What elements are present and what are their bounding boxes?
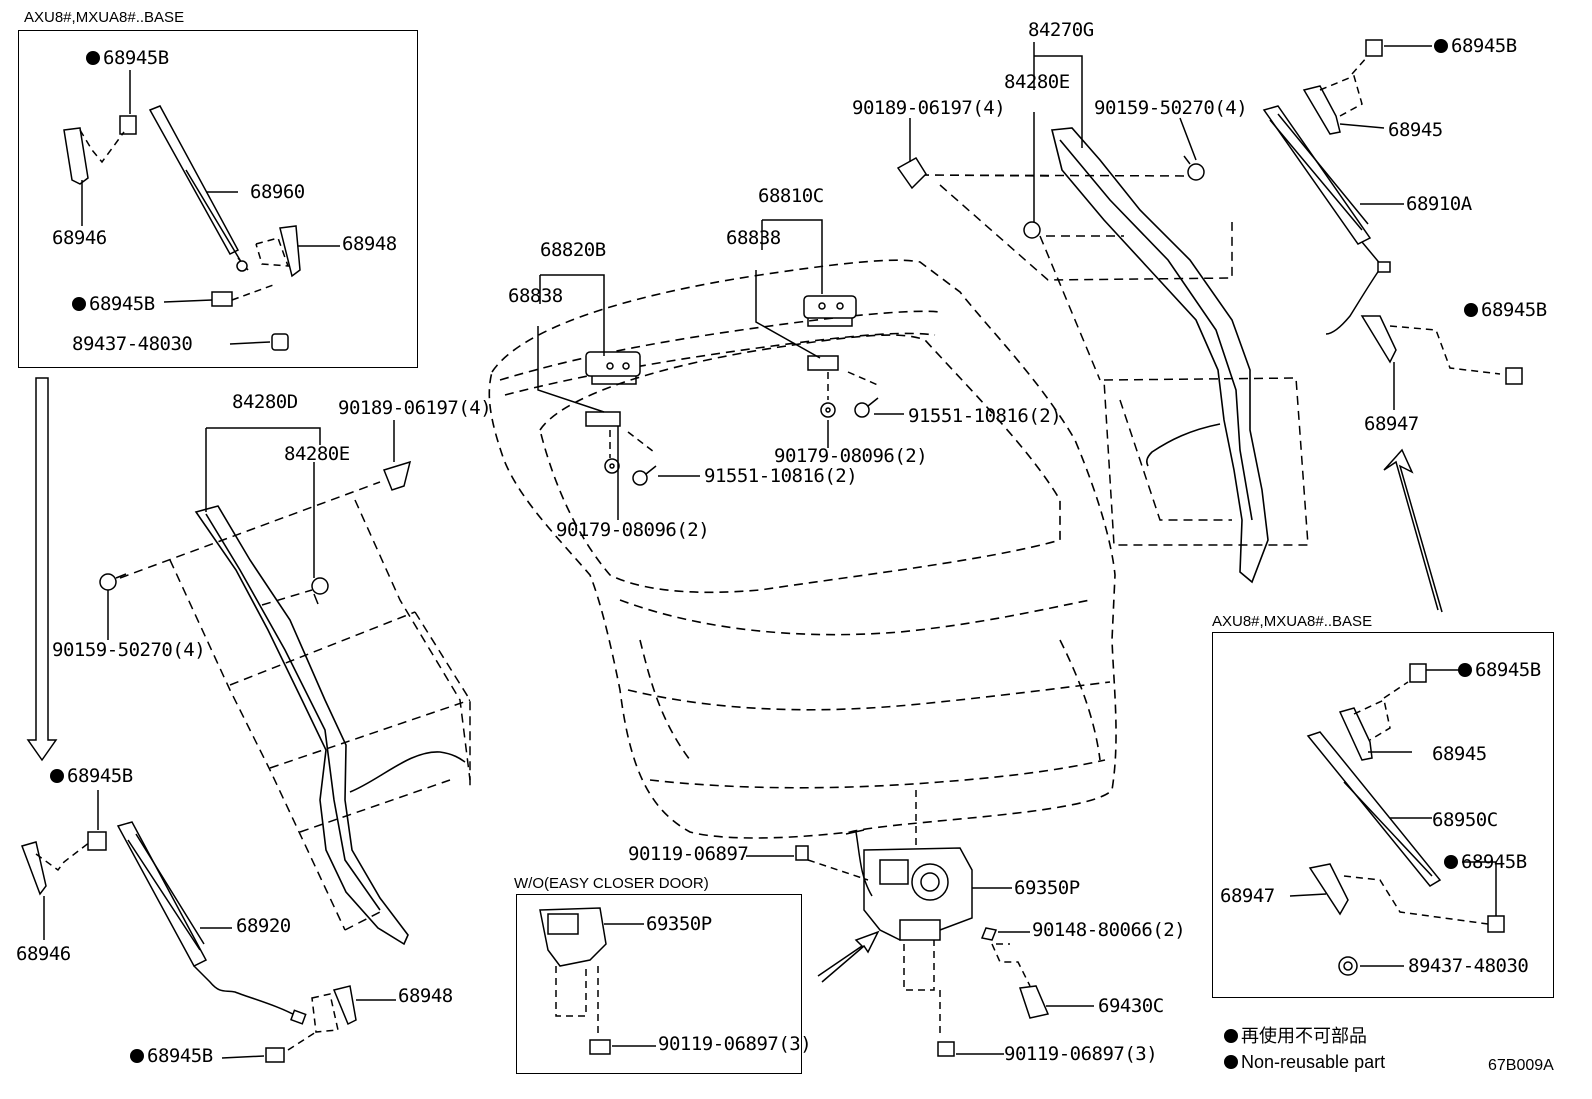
right-weatherstrip [1050,127,1269,584]
bottom-right-box-parts [1306,663,1505,976]
label-91551-10816: 91551-10816(2) [908,405,1062,427]
right-variant-box [1212,632,1554,998]
top-left-variant-box [18,30,418,368]
top-left-box-title: AXU8#,MXUA8#..BASE [24,9,185,26]
hinge-fasteners [604,397,879,486]
label-90119-06897: 90119-06897 [628,843,749,865]
legend-english: Non-reusable part [1224,1052,1385,1072]
closer-variant-box [516,894,802,1074]
label-90159-50270: 90159-50270(4) [52,639,206,661]
bottom-left-parts [21,821,357,1063]
bottom-left-dashes [35,841,339,1051]
label-68945: 68945 [1432,743,1487,765]
label-69350P: 69350P [646,913,712,935]
back-door-panel [488,259,1117,839]
closer-box-dashes [555,966,599,1036]
hinge-left [585,351,641,427]
label-68838: 68838 [726,227,781,249]
label-84270G: 84270G [1028,19,1094,41]
label-84280E: 84280E [1004,71,1070,93]
label-90159-50270: 90159-50270(4) [1094,97,1248,119]
label-68960: 68960 [250,181,305,203]
label-90179-08096: 90179-08096(2) [556,519,710,541]
right-clip-fasteners [896,155,1205,239]
label-91551-10816: 91551-10816(2) [704,465,858,487]
label-68945B: 68945B [1434,36,1517,56]
top-right-parts [1262,39,1523,385]
closer-box-title: W/O(EASY CLOSER DOOR) [514,875,709,892]
label-68947: 68947 [1220,885,1275,907]
right-leader-lines [909,42,1197,222]
closer-box-parts [539,907,611,1055]
top-right-dashes [1319,55,1501,375]
lock-leaders [746,855,1094,1055]
left-weatherstrip [194,505,466,946]
label-68945B: 68945B [1464,300,1547,320]
figure-code: 67B009A [1488,1057,1554,1074]
label-69350P: 69350P [1014,877,1080,899]
label-68820B: 68820B [540,239,606,261]
label-90179-08096: 90179-08096(2) [774,445,928,467]
label-90189-06197: 90189-06197(4) [338,397,492,419]
label-68945: 68945 [1388,119,1443,141]
label-68810C: 68810C [758,185,824,207]
left-weatherstrip-dashes [119,481,471,931]
top-left-box-parts [63,105,301,351]
lock-assembly [795,829,1050,1057]
label-90189-06197: 90189-06197(4) [852,97,1006,119]
label-68945B: 68945B [86,48,169,68]
left-leader-lines [107,420,395,640]
label-68945B: 68945B [130,1046,213,1066]
label-69430C: 69430C [1098,995,1164,1017]
label-68946: 68946 [16,943,71,965]
top-right-leaders [1339,45,1432,410]
label-68945B: 68945B [50,766,133,786]
label-68920: 68920 [236,915,291,937]
arrow-to-lock [817,930,880,983]
label-90119-06897: 90119-06897(3) [658,1033,812,1055]
label-68945B: 68945B [72,294,155,314]
label-68838: 68838 [508,285,563,307]
bottom-right-box-dashes [1343,681,1489,925]
label-68948: 68948 [342,233,397,255]
label-89437-48030: 89437-48030 [72,333,193,355]
hinge-right [803,295,857,371]
right-box-title: AXU8#,MXUA8#..BASE [1212,613,1373,630]
label-90119-06897: 90119-06897(3) [1004,1043,1158,1065]
label-68950C: 68950C [1432,809,1498,831]
label-68946: 68946 [52,227,107,249]
arrow-up-right [1383,448,1443,613]
legend-chinese: 再使用不可部品 [1224,1026,1367,1046]
bottom-left-leaders [43,790,396,1059]
label-68948: 68948 [398,985,453,1007]
label-84280D: 84280D [232,391,298,413]
top-left-box-dashes [79,129,290,301]
top-left-box-leaders [81,70,340,345]
left-clip-fasteners [99,460,412,605]
label-68945B: 68945B [1458,660,1541,680]
label-84280E: 84280E [284,443,350,465]
closer-box-leaders [604,923,656,1047]
hinge-dashes [609,371,881,458]
label-68910A: 68910A [1406,193,1472,215]
label-68945B: 68945B [1444,852,1527,872]
label-89437-48030: 89437-48030 [1408,955,1529,977]
right-weatherstrip-dashes [919,174,1309,546]
center-leaders [537,219,904,520]
label-90148-80066: 90148-80066(2) [1032,919,1186,941]
lock-assembly-dashes [807,790,1031,1036]
label-68947: 68947 [1364,413,1419,435]
arrow-down-left [26,377,58,762]
